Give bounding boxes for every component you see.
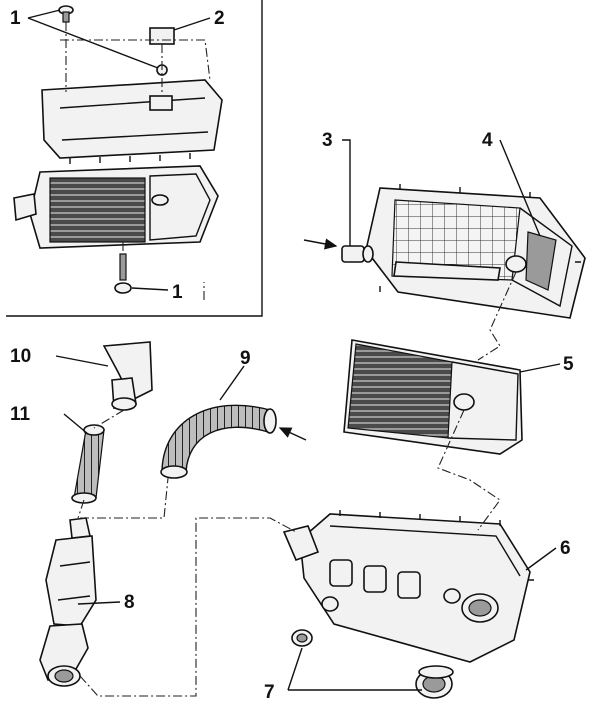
intake-funnel <box>102 341 153 411</box>
sensor-part <box>341 245 374 263</box>
inset-bottom-bolt <box>114 253 132 294</box>
callout-1-bottom: 1 <box>172 282 183 303</box>
callout-5: 5 <box>563 354 574 375</box>
insert-arrow-left <box>303 238 338 250</box>
inset-upper-cover <box>41 79 223 164</box>
short-corrugated-hose <box>71 424 105 504</box>
inset-frame <box>6 0 263 317</box>
callout-8: 8 <box>124 592 135 613</box>
filter-element <box>343 339 523 455</box>
callout-7: 7 <box>264 682 275 703</box>
insert-arrow-right <box>278 427 307 441</box>
lower-housing <box>282 510 534 663</box>
callout-4: 4 <box>482 130 493 151</box>
callout-2: 2 <box>214 8 225 29</box>
callout-1-top: 1 <box>10 8 21 29</box>
callout-leaders <box>55 139 561 691</box>
callout-3: 3 <box>322 130 333 151</box>
grommet-large <box>415 665 454 699</box>
inset-sensor <box>149 27 175 45</box>
callout-6: 6 <box>560 538 571 559</box>
callout-9: 9 <box>240 348 251 369</box>
intake-resonator <box>39 517 97 687</box>
callout-11: 11 <box>10 404 31 425</box>
inset-lower-housing <box>13 165 219 249</box>
grommet-small <box>291 629 313 647</box>
upper-housing-cover <box>365 184 586 319</box>
inset-overview: 1 2 1 <box>6 0 263 317</box>
long-curved-hose <box>160 404 277 479</box>
assembly-lines <box>77 271 517 697</box>
callout-10: 10 <box>10 346 31 367</box>
